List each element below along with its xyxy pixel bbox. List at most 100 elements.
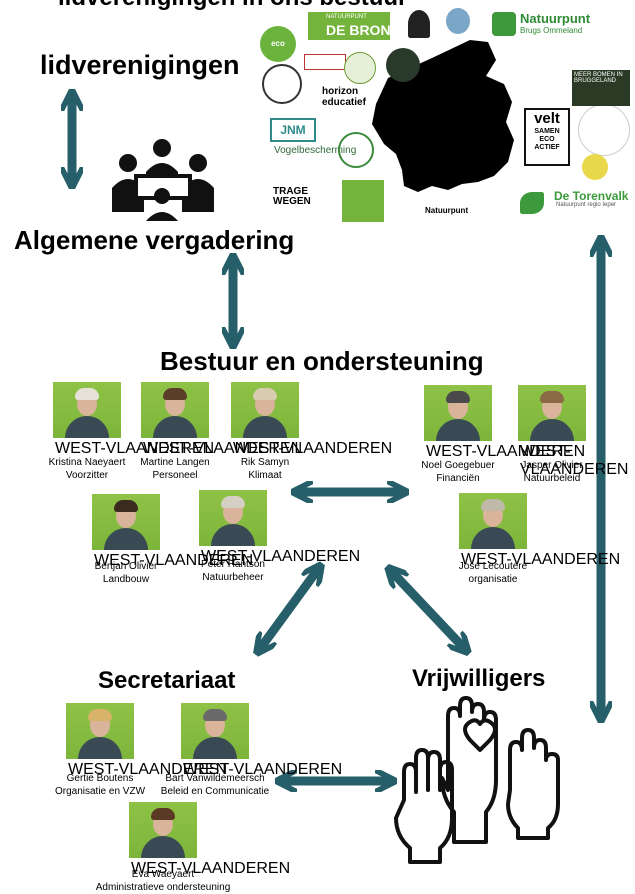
portrait-body (153, 416, 197, 438)
person-name: Jasper Olivier (521, 460, 583, 471)
portrait-body (78, 737, 122, 759)
person-name: Kristina Naeyaert (48, 457, 126, 468)
portrait-body (193, 737, 237, 759)
portrait-hair (540, 391, 564, 403)
person-name: Noel Goegebuer (421, 460, 495, 471)
portrait-body (65, 416, 109, 438)
portrait-hair (481, 499, 505, 511)
logo-tree (408, 10, 430, 38)
person-role: Voorzitter (65, 470, 109, 481)
photo-tag: WEST-VLAANDEREN (201, 548, 361, 565)
person-name: Peter Hantson (201, 559, 265, 570)
person-name: José Lecoutere (458, 561, 528, 572)
person-role: Landbouw (102, 574, 150, 585)
person-role: Beleid en Communicatie (160, 786, 270, 797)
debron-text: DE BRON (326, 22, 391, 38)
portrait-hair (88, 709, 112, 721)
logo-yellow-circle (582, 154, 608, 180)
portrait-body (436, 419, 480, 441)
velt-line-4: ACTIEF (534, 144, 560, 151)
heading-vrijwilligers: Vrijwilligers (412, 665, 546, 692)
logo-debron: NATUURPUNT DE BRON (308, 12, 391, 40)
logo-leaf-circle (338, 132, 374, 168)
photo-tag: WEST-VLAANDEREN (426, 443, 586, 460)
person-caption: José Lecoutere organisatie (459, 560, 527, 586)
logo-owl (446, 8, 470, 34)
photo-tag: WEST-VLAANDEREN (55, 440, 215, 457)
logo-trage-wegen-2: WEGEN (273, 196, 311, 207)
torenvalk-text: De Torenvalk (554, 189, 629, 203)
photo-tag: WEST-VLAANDEREN (233, 440, 393, 457)
portrait-photo (518, 385, 586, 441)
logo-constructief (304, 54, 346, 70)
heading-algemene-vergadering: Algemene vergadering (14, 225, 295, 255)
person-name: Eva Waeyaert (131, 869, 195, 880)
logo-hands-circle (578, 104, 630, 156)
person-name: Rik Samyn (240, 457, 290, 468)
hands-icon (394, 696, 560, 864)
portrait-hair (163, 388, 187, 400)
person-role: Natuurbeheer (202, 572, 264, 583)
heading-bestuur: Bestuur en ondersteuning (160, 346, 484, 376)
portrait-body (211, 524, 255, 546)
portrait-photo (424, 385, 492, 441)
velt-line-3: ECO (539, 136, 555, 143)
portrait-hair (203, 709, 227, 721)
photo-tag: WEST-VLAANDEREN (183, 761, 343, 778)
person-role: Financiën (436, 473, 480, 484)
portrait-body (243, 416, 287, 438)
velt-line-2: SAMEN (534, 128, 560, 135)
logo-jnm: JNM (270, 118, 316, 142)
portrait-hair (221, 496, 245, 508)
person-role: Organisatie en VZW (54, 786, 146, 797)
portrait-photo (141, 382, 209, 438)
logo-meer-bomen: MEER BOMEN IN BRUGGELAND (572, 70, 630, 106)
logo-round-2 (386, 48, 420, 82)
portrait-photo (459, 493, 527, 549)
logo-natuurkoepel (342, 180, 384, 222)
logo-torenvalk: De Torenvalk Natuurpunt regio Ieper (520, 189, 630, 220)
portrait-hair (446, 391, 470, 403)
torenvalk-bird-icon (520, 192, 544, 214)
photo-tag: WEST-VLAANDEREN (461, 551, 621, 568)
heading-lidverenigingen: lidverenigingen (40, 50, 240, 80)
portrait-body (141, 836, 185, 858)
portrait-photo (199, 490, 267, 546)
portrait-hair (75, 388, 99, 400)
portrait-hair (151, 808, 175, 820)
logo-natuurpunt-bottom: Natuurpunt (425, 206, 469, 215)
horizon-text: horizon educatief (322, 86, 366, 108)
top-header-partial: lidverenigingen in ons bestuur (58, 0, 407, 12)
arrow-bestuur-vrijwilligers (394, 574, 462, 646)
photo-tag: WEST-VLAANDEREN (131, 860, 291, 877)
meeting-icon (112, 139, 214, 221)
portrait-body (471, 527, 515, 549)
photo-tag: WEST-VLAANDEREN (68, 761, 228, 778)
portrait-photo (92, 494, 160, 550)
logo-bird-circle (262, 64, 302, 104)
person-name: Gertie Boutens (66, 773, 134, 784)
person-role: Klimaat (248, 470, 282, 481)
torenvalk-sub: Natuurpunt regio Ieper (556, 202, 617, 208)
logo-natuurpunt: Natuurpunt Brugs Ommeland (492, 11, 602, 42)
person-name: Martine Langen (140, 457, 210, 468)
portrait-hair (253, 388, 277, 400)
portrait-photo (181, 703, 249, 759)
portrait-body (104, 528, 148, 550)
portrait-photo (129, 802, 197, 858)
person-role: Administratieve ondersteuning (95, 882, 231, 893)
natuurpunt-sub: Brugs Ommeland (520, 26, 583, 35)
portrait-photo (231, 382, 299, 438)
person-role: Personeel (152, 470, 198, 481)
person-role: organisatie (468, 574, 518, 585)
velt-text: velt (534, 110, 560, 127)
